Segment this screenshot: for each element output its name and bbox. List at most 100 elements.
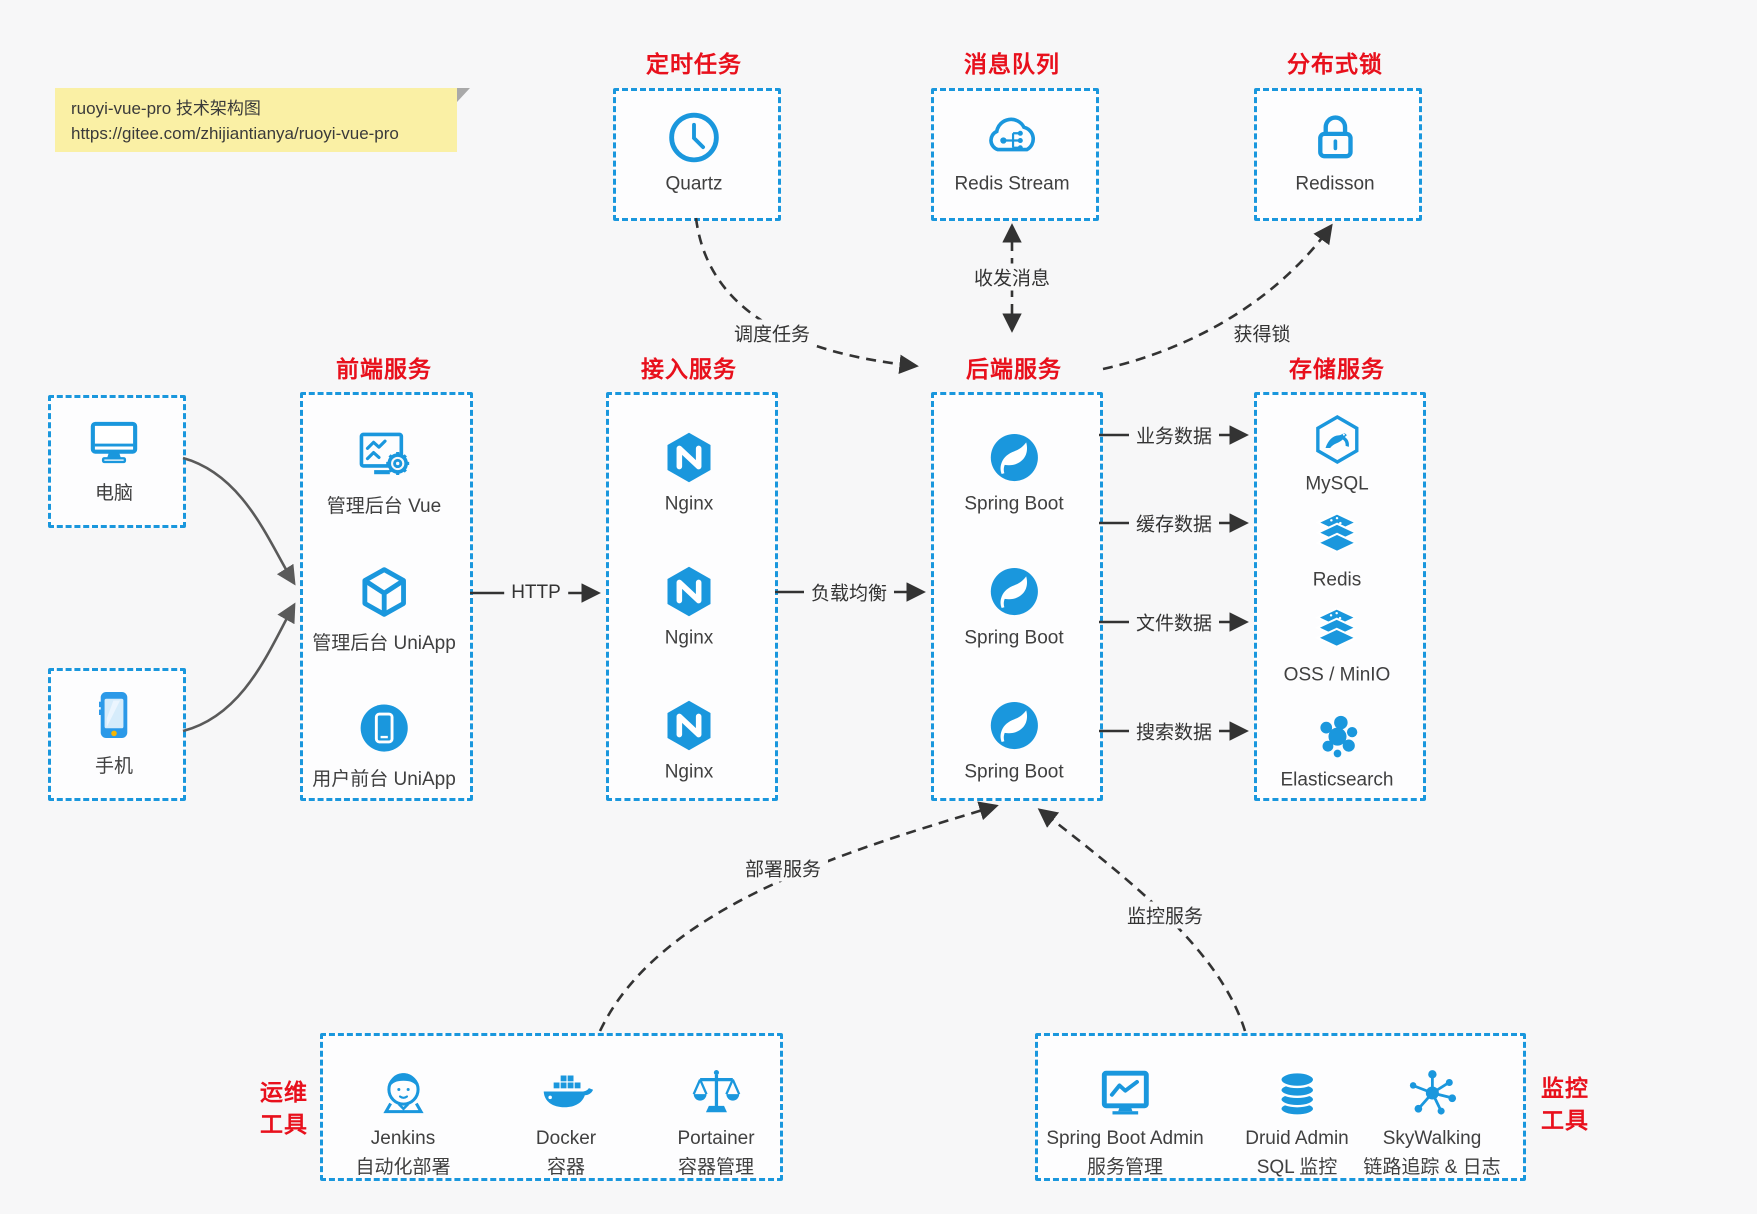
edge-label-schedule: 调度任务 xyxy=(726,319,818,347)
node-user-uniapp: 用户前台 UniApp xyxy=(312,699,456,791)
node-springboot-3: Spring Boot xyxy=(964,697,1064,784)
nginx-icon xyxy=(660,697,718,755)
node-label: OSS / MinIO xyxy=(1283,664,1391,686)
node-label: Spring Boot Admin xyxy=(1046,1128,1204,1149)
node-label: SkyWalking xyxy=(1382,1128,1482,1149)
edge-label-business-data: 业务数据 xyxy=(1128,421,1220,449)
redis-stack-icon xyxy=(1310,509,1364,563)
node-label: 电脑 xyxy=(94,483,133,504)
topology-icon xyxy=(1404,1065,1460,1121)
note-title: ruoyi-vue-pro 技术架构图 xyxy=(71,99,261,118)
node-springboot-1: Spring Boot xyxy=(964,429,1064,516)
node-sublabel: 自动化部署 xyxy=(355,1157,451,1178)
spring-icon xyxy=(985,429,1043,487)
group-title-message-queue: 消息队列 xyxy=(964,51,1060,77)
node-nginx-2: Nginx xyxy=(660,563,718,650)
edge-deploy-services xyxy=(598,801,999,1032)
column-title-backend: 后端服务 xyxy=(966,356,1062,382)
node-label: Nginx xyxy=(664,493,714,515)
node-docker: Docker 容器 xyxy=(536,1065,596,1179)
node-skywalking: SkyWalking 链路追踪 & 日志 xyxy=(1363,1065,1501,1179)
uniapp-cube-icon xyxy=(355,563,413,621)
node-elasticsearch: Elasticsearch xyxy=(1281,709,1394,792)
scheduled-tasks-box xyxy=(613,88,781,221)
monitor-chart-icon xyxy=(1097,1065,1153,1121)
edge-label-load-balance: 负载均衡 xyxy=(803,578,895,606)
node-label: Druid Admin xyxy=(1245,1128,1349,1149)
edge-label-search-data: 搜索数据 xyxy=(1128,717,1220,745)
column-title-storage: 存储服务 xyxy=(1289,356,1385,382)
node-pc: 电脑 xyxy=(85,413,143,505)
edge-pc-to-frontend xyxy=(182,456,296,586)
node-label: Redis Stream xyxy=(954,173,1070,195)
node-sublabel: 链路追踪 & 日志 xyxy=(1363,1157,1501,1178)
monitoring-tools-title-line2: 工具 xyxy=(1541,1107,1589,1133)
edge-acquire-lock xyxy=(1102,223,1333,371)
ops-tools-title-line1: 运维 xyxy=(260,1079,308,1105)
edge-label-lock: 获得锁 xyxy=(1226,319,1298,347)
user-app-icon xyxy=(355,699,413,757)
edge-label-monitor: 监控服务 xyxy=(1119,901,1211,929)
ops-tools-box xyxy=(320,1033,783,1181)
node-admin-vue: 管理后台 Vue xyxy=(327,426,441,518)
node-label: 手机 xyxy=(94,756,133,777)
spring-icon xyxy=(985,697,1043,755)
node-nginx-3: Nginx xyxy=(660,697,718,784)
jenkins-icon xyxy=(375,1065,431,1121)
node-label: Spring Boot xyxy=(964,627,1064,649)
monitoring-tools-title-line1: 监控 xyxy=(1541,1075,1589,1101)
node-sublabel: 容器管理 xyxy=(677,1157,755,1178)
smartphone-icon xyxy=(85,686,143,744)
node-druid-admin: Druid Admin SQL 监控 xyxy=(1245,1065,1349,1179)
node-portainer: Portainer 容器管理 xyxy=(677,1065,755,1179)
node-label: Nginx xyxy=(664,761,714,783)
clock-icon xyxy=(665,109,723,167)
node-label: MySQL xyxy=(1305,473,1369,495)
admin-vue-icon xyxy=(355,426,413,484)
edge-label-deploy: 部署服务 xyxy=(737,854,829,882)
edge-label-file-data: 文件数据 xyxy=(1128,608,1220,636)
edge-label-messaging: 收发消息 xyxy=(966,263,1058,291)
portainer-scales-icon xyxy=(688,1065,744,1121)
node-label: 管理后台 UniApp xyxy=(312,633,456,654)
sticky-note: ruoyi-vue-pro 技术架构图 https://gitee.com/zh… xyxy=(55,88,470,152)
node-springboot-admin: Spring Boot Admin 服务管理 xyxy=(1046,1065,1204,1179)
lock-icon xyxy=(1306,109,1364,167)
docker-whale-icon xyxy=(538,1065,594,1121)
node-sublabel: 容器 xyxy=(546,1157,585,1178)
node-label: Spring Boot xyxy=(964,761,1064,783)
node-label: Redis xyxy=(1312,569,1362,591)
node-label: Elasticsearch xyxy=(1280,769,1394,791)
node-label: 用户前台 UniApp xyxy=(312,769,456,790)
column-title-frontend: 前端服务 xyxy=(336,356,432,382)
node-label: Docker xyxy=(535,1128,597,1149)
edge-phone-to-frontend xyxy=(182,602,296,733)
group-title-distributed-lock: 分布式锁 xyxy=(1287,51,1383,77)
database-icon xyxy=(1269,1065,1325,1121)
node-label: Quartz xyxy=(665,173,723,195)
node-oss-minio: OSS / MinIO xyxy=(1283,604,1391,687)
node-jenkins: Jenkins 自动化部署 xyxy=(355,1065,451,1179)
node-springboot-2: Spring Boot xyxy=(964,563,1064,650)
node-label: Spring Boot xyxy=(964,493,1064,515)
node-admin-uniapp: 管理后台 UniApp xyxy=(312,563,456,655)
nginx-icon xyxy=(660,429,718,487)
node-redis-stream: Redis Stream xyxy=(954,109,1070,196)
node-label: Jenkins xyxy=(370,1128,436,1149)
node-redisson: Redisson xyxy=(1295,109,1375,196)
node-label: Portainer xyxy=(677,1128,755,1149)
node-mysql: MySQL xyxy=(1305,413,1369,496)
note-fold-corner xyxy=(457,88,470,102)
node-label: 管理后台 Vue xyxy=(326,496,442,517)
mysql-icon xyxy=(1310,413,1364,467)
node-phone: 手机 xyxy=(85,686,143,778)
desktop-icon xyxy=(85,413,143,471)
node-quartz: Quartz xyxy=(665,109,723,196)
node-sublabel: SQL 监控 xyxy=(1256,1157,1338,1178)
edge-label-cache-data: 缓存数据 xyxy=(1128,509,1220,537)
group-title-scheduled-tasks: 定时任务 xyxy=(646,51,742,77)
oss-stack-icon xyxy=(1310,604,1364,658)
elasticsearch-icon xyxy=(1310,709,1364,763)
